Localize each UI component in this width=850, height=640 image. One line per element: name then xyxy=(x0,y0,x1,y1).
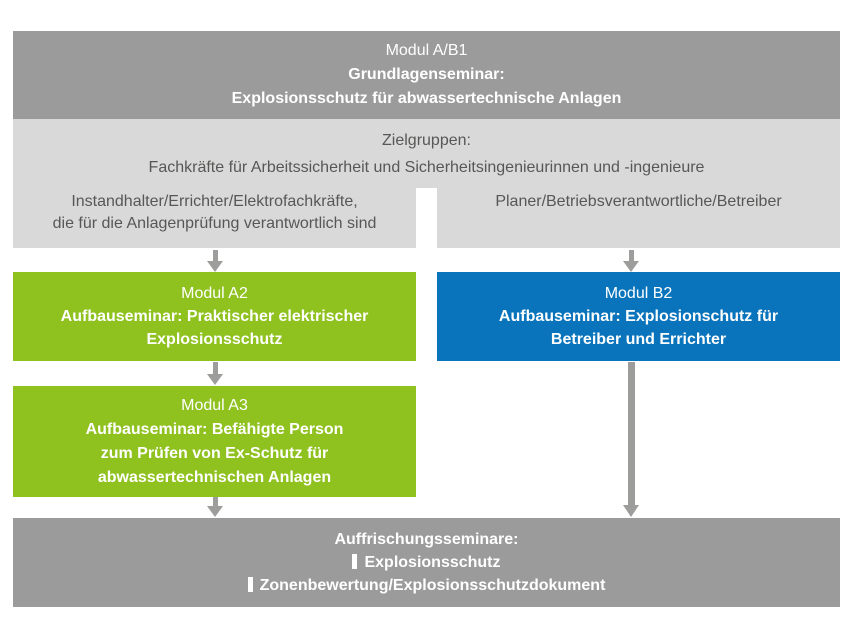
modul-ab1-box: Modul A/B1 Grundlagenseminar: Explosions… xyxy=(13,31,840,119)
modul-a3-line-2: zum Prüfen von Ex-Schutz für xyxy=(100,444,329,462)
zielgruppen-left-line-1: Instandhalter/Errichter/Elektrofachkräft… xyxy=(71,193,358,210)
auffrischung-item-1-label: Explosionsschutz xyxy=(364,554,501,571)
auffrischung-title: Auffrischungsseminare: xyxy=(334,531,519,548)
zielgruppen-subheading: Fachkräfte für Arbeitssicherheit und Sic… xyxy=(148,158,705,176)
modul-a2-box: Modul A2 Aufbauseminar: Praktischer elek… xyxy=(13,272,416,361)
modul-ab1-title: Modul A/B1 xyxy=(385,42,468,59)
modul-a3-line-3: abwassertechnischen Anlagen xyxy=(97,468,332,486)
arrow-modul-a2-to-a3-icon xyxy=(207,362,223,385)
auffrischung-item-1: Explosionsschutz xyxy=(352,551,501,574)
zielgruppen-right-column: Planer/Betriebsverantwortliche/Betreiber xyxy=(437,188,840,248)
auffrischung-item-2-label: Zonenbewertung/Explosionsschutzdokument xyxy=(259,577,606,594)
modul-a3-line-1: Aufbauseminar: Befähigte Person xyxy=(85,420,344,438)
arrow-down-to-modul-a2-icon xyxy=(207,250,223,272)
auffrischung-box: Auffrischungsseminare: Explosionsschutz … xyxy=(13,518,840,607)
modul-b2-box: Modul B2 Aufbauseminar: Explosionschutz … xyxy=(437,272,840,361)
zielgruppen-heading: Zielgruppen: xyxy=(382,131,471,149)
arrow-modul-b2-to-auffrischung-icon xyxy=(623,362,639,517)
column-divider-gap xyxy=(416,188,437,248)
modul-b2-line-2: Betreiber und Errichter xyxy=(550,331,727,348)
zielgruppen-columns: Instandhalter/Errichter/Elektrofachkräft… xyxy=(13,188,840,248)
modul-ab1-line-1: Grundlagenseminar: xyxy=(348,66,505,83)
zielgruppen-left-column: Instandhalter/Errichter/Elektrofachkräft… xyxy=(13,188,416,248)
modul-a3-box: Modul A3 Aufbauseminar: Befähigte Person… xyxy=(13,386,416,497)
zielgruppen-section: Zielgruppen: Fachkräfte für Arbeitssiche… xyxy=(13,119,840,248)
modul-b2-line-1: Aufbauseminar: Explosionschutz für xyxy=(498,308,779,325)
bullet-bar-icon xyxy=(247,577,253,592)
zielgruppen-right-line: Planer/Betriebsverantwortliche/Betreiber xyxy=(495,193,782,210)
zielgruppen-header: Zielgruppen: Fachkräfte für Arbeitssiche… xyxy=(13,119,840,188)
modul-a2-line-1: Aufbauseminar: Praktischer elektrischer xyxy=(60,308,369,325)
arrow-down-to-modul-b2-icon xyxy=(623,250,639,272)
modul-b2-title: Modul B2 xyxy=(604,285,673,302)
modul-a2-title: Modul A2 xyxy=(181,285,248,302)
auffrischung-item-2: Zonenbewertung/Explosionsschutzdokument xyxy=(247,574,606,597)
modul-ab1-line-2: Explosionsschutz für abwassertechnische … xyxy=(231,90,622,107)
zielgruppen-left-line-2: die für die Anlagenprüfung verantwortlic… xyxy=(52,215,377,232)
modul-a3-title: Modul A3 xyxy=(181,396,248,414)
bullet-bar-icon xyxy=(352,554,358,569)
modul-a2-line-2: Explosionsschutz xyxy=(146,331,283,348)
arrow-modul-a3-to-auffrischung-icon xyxy=(207,497,223,517)
